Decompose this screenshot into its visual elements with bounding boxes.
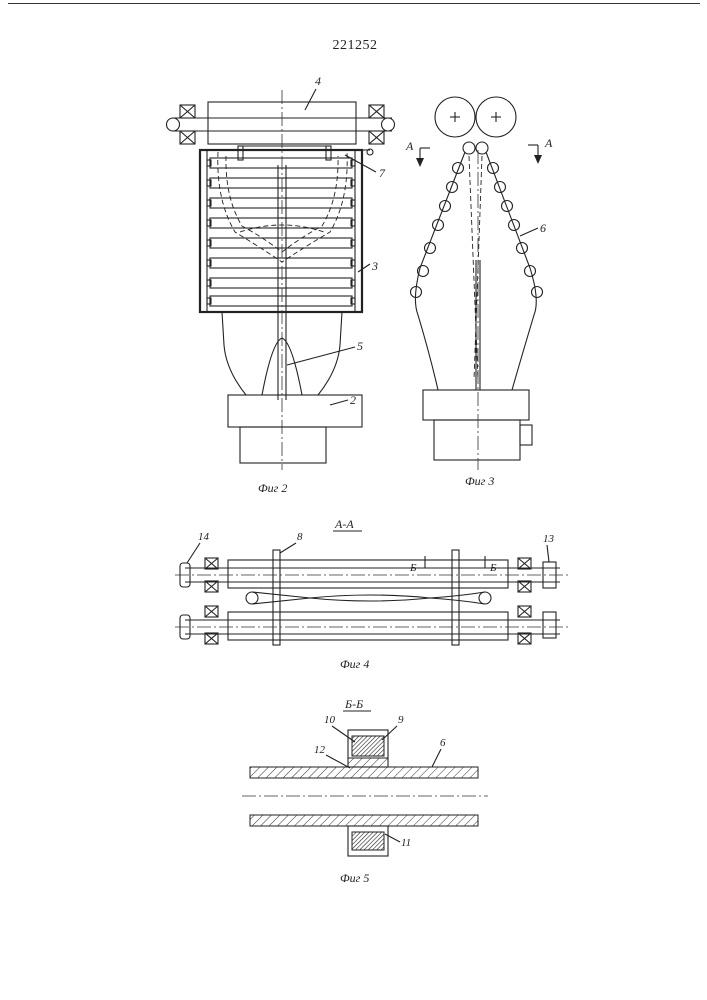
label-14: 14 (198, 531, 210, 543)
label-b-left: Б (409, 562, 417, 574)
label-a-left: А (405, 139, 414, 153)
figure-5 (242, 730, 488, 856)
section-title-a-a: А-А (334, 517, 354, 531)
label-b-right: Б (489, 562, 497, 574)
label-4: 4 (315, 74, 321, 88)
label-3: 3 (371, 259, 378, 273)
label-2: 2 (350, 393, 356, 407)
caption-fig-2: Фиг 2 (258, 481, 287, 495)
label-9: 9 (398, 714, 404, 726)
label-12: 12 (314, 744, 326, 756)
caption-fig-5: Фиг 5 (340, 871, 369, 885)
section-title-b-b: Б-Б (344, 697, 363, 711)
label-6-fig3: 6 (540, 221, 546, 235)
label-5: 5 (357, 339, 363, 353)
label-7: 7 (379, 166, 386, 180)
caption-fig-3: Фиг 3 (465, 474, 494, 488)
label-8: 8 (297, 531, 303, 543)
label-10: 10 (324, 714, 336, 726)
figure-3 (411, 97, 543, 470)
label-6-fig5: 6 (440, 737, 446, 749)
label-13: 13 (543, 533, 555, 545)
label-11: 11 (401, 837, 411, 849)
caption-fig-4: Фиг 4 (340, 657, 369, 671)
guide-rollers (207, 158, 355, 306)
figure-2 (167, 90, 395, 470)
figure-4 (175, 550, 570, 645)
label-a-right: А (544, 136, 553, 150)
